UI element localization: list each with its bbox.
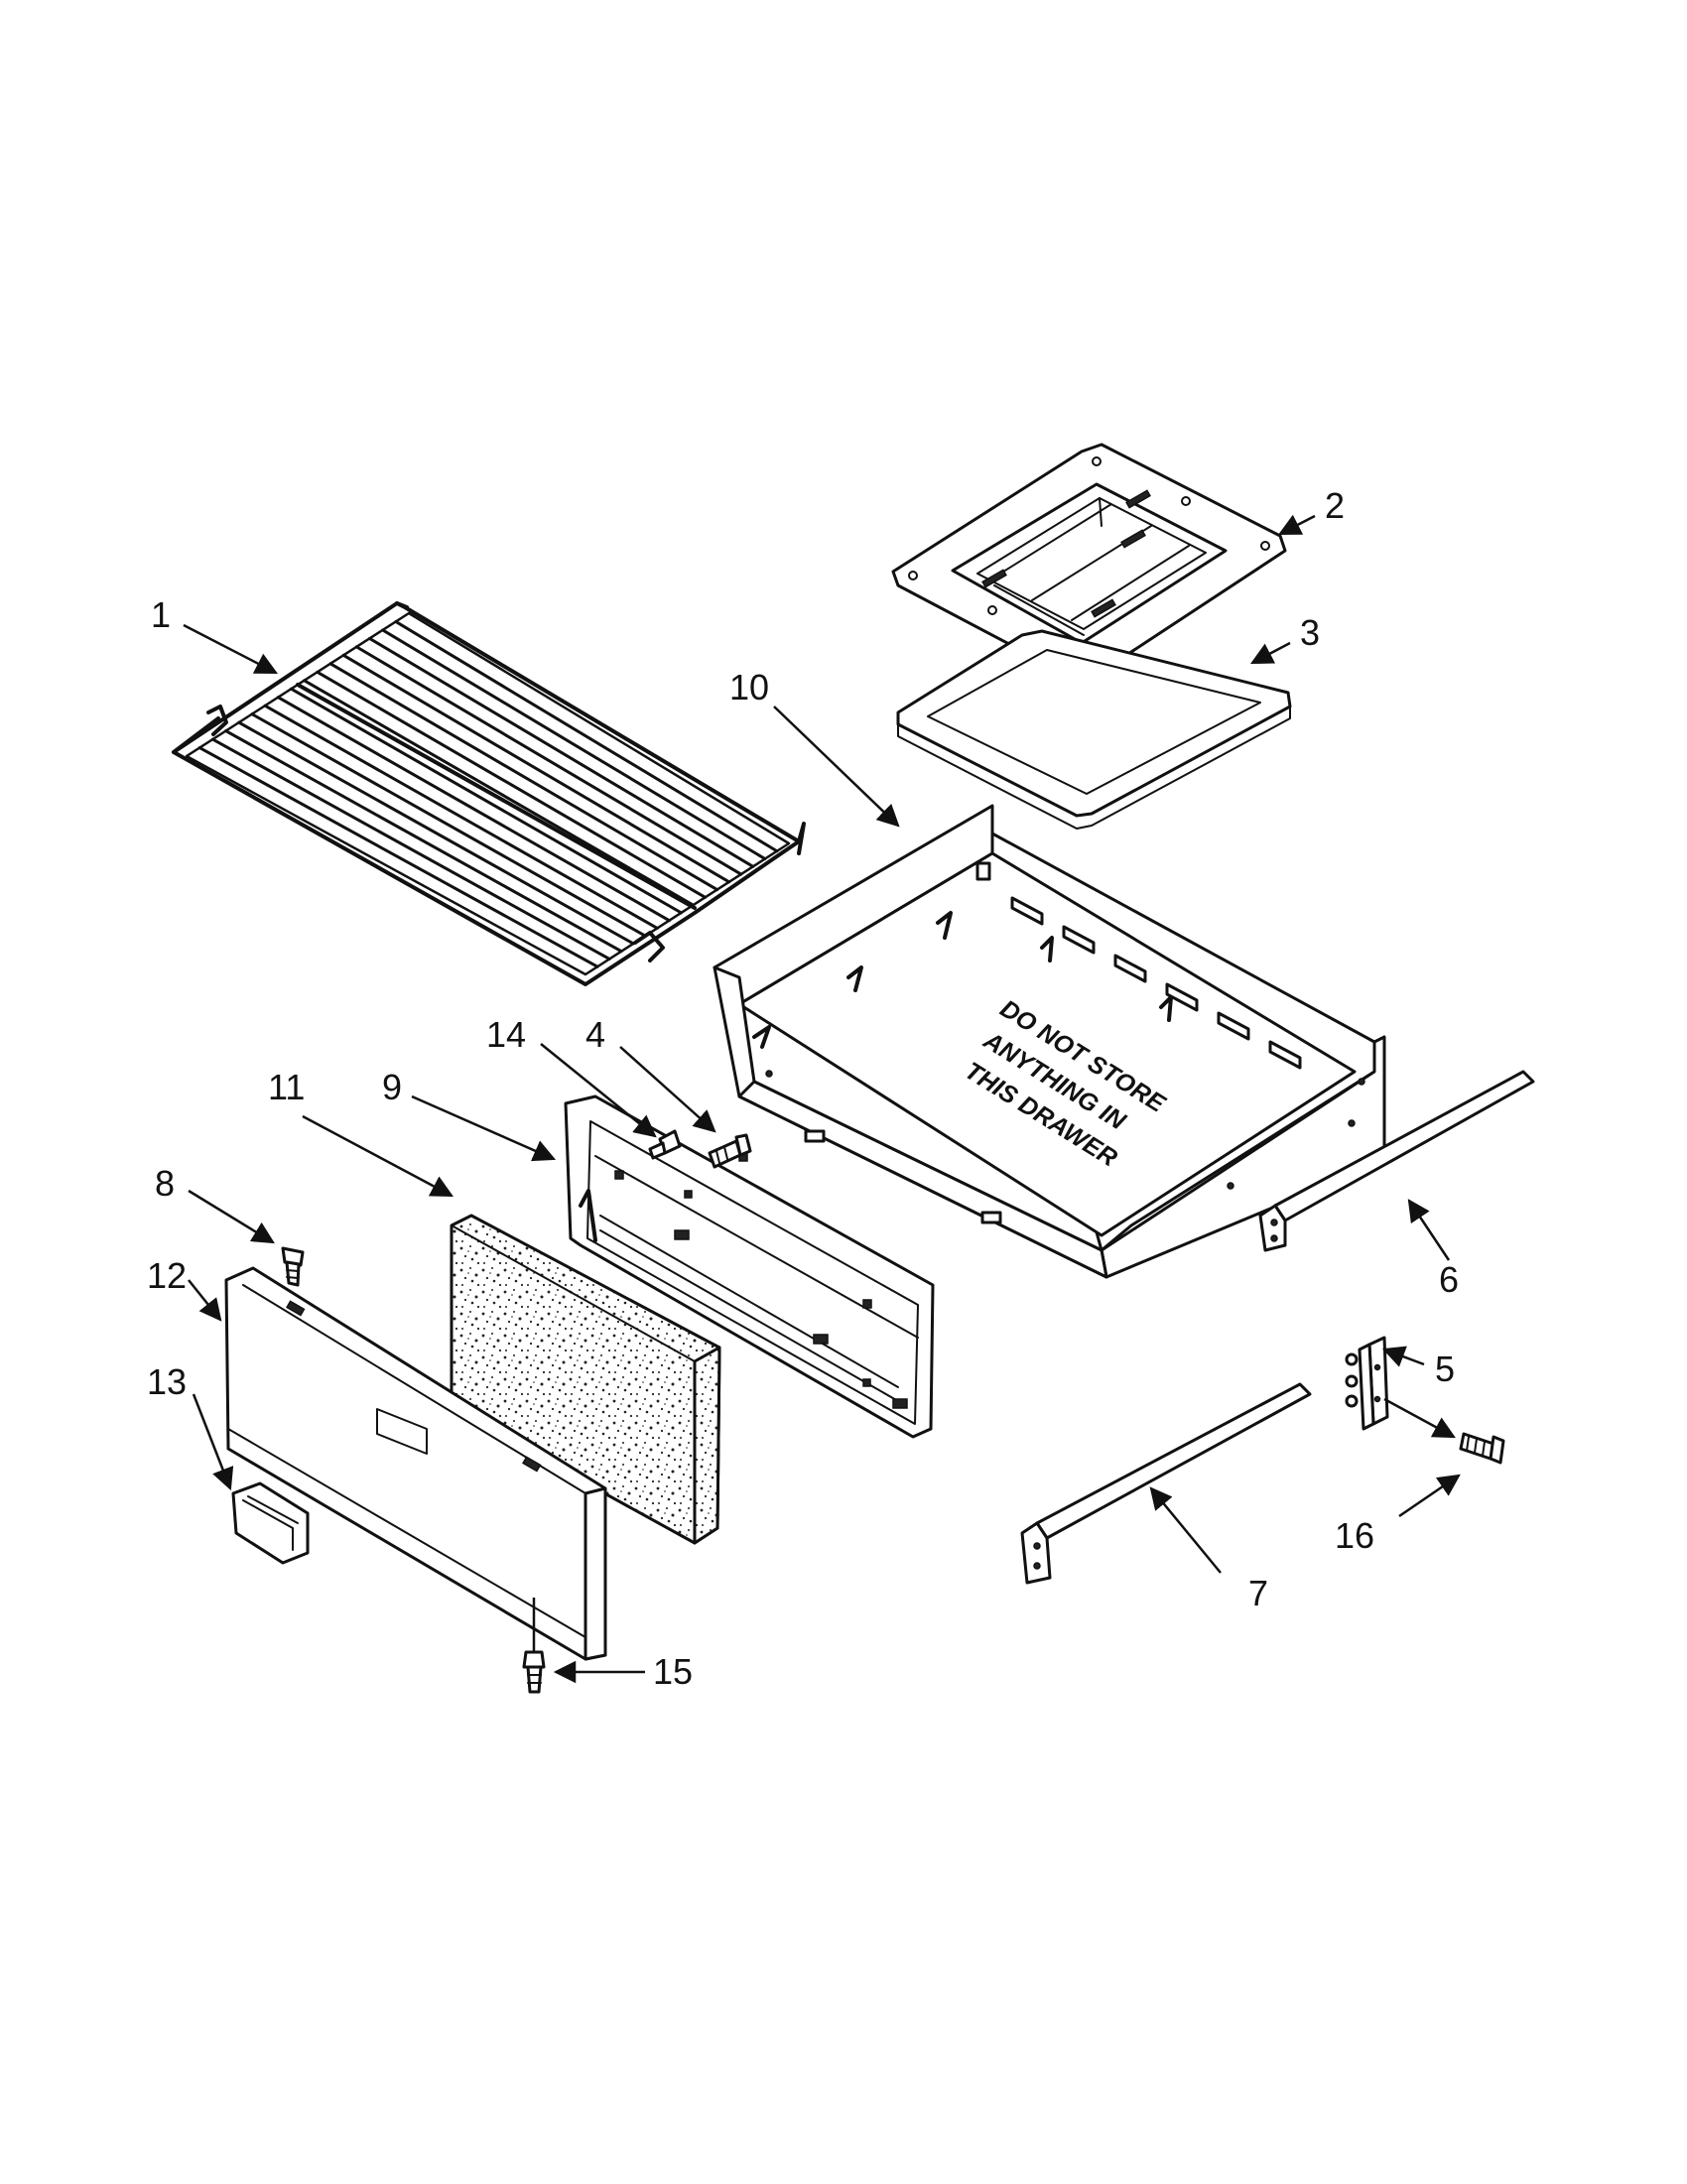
rack-bar <box>237 720 635 946</box>
screw-16 <box>1459 1432 1505 1465</box>
drawer-side-slot <box>1062 925 1096 955</box>
drawer-side-slot <box>1268 1040 1302 1070</box>
rack-bar <box>289 687 683 915</box>
callout-7: 7 <box>1248 1573 1268 1613</box>
callout-9: 9 <box>382 1067 402 1107</box>
callout-8: 8 <box>155 1163 175 1204</box>
rack-bar <box>316 670 708 899</box>
callout-1: 1 <box>151 594 171 635</box>
rack-bar <box>354 645 743 876</box>
broiler-pan-grid <box>891 443 1287 682</box>
drawer-side-slot <box>1010 896 1044 926</box>
rack-bar <box>367 636 755 868</box>
rack-bar <box>394 619 779 853</box>
rack-bar <box>224 729 623 954</box>
rack-bar <box>250 712 647 938</box>
callout-16: 16 <box>1335 1515 1374 1556</box>
drawer-side-slot <box>1165 982 1199 1012</box>
drawer-handle <box>231 1481 310 1565</box>
oven-rack <box>172 601 806 986</box>
slide-rail-right <box>1258 1070 1535 1252</box>
rack-bar <box>341 653 731 884</box>
rack-center-bar <box>296 683 697 910</box>
rack-bar <box>303 679 696 907</box>
callout-5: 5 <box>1435 1349 1455 1389</box>
rack-bar <box>210 737 611 961</box>
callout-leaders <box>183 514 1461 1684</box>
rack-bar <box>276 696 671 923</box>
callout-10: 10 <box>729 667 769 707</box>
callout-12: 12 <box>147 1255 187 1296</box>
drawer-side-slot <box>1217 1011 1250 1041</box>
callout-13: 13 <box>147 1361 187 1402</box>
rack-bar <box>328 662 719 892</box>
broiler-pan <box>896 629 1292 830</box>
screw-8 <box>281 1246 305 1287</box>
screw-14 <box>648 1129 682 1160</box>
drawer-box: DO NOT STORE ANYTHING IN THIS DRAWER <box>713 804 1386 1279</box>
callout-15: 15 <box>653 1651 693 1692</box>
callout-11: 11 <box>268 1067 305 1107</box>
rack-bar <box>263 704 659 930</box>
callout-4: 4 <box>585 1014 605 1055</box>
callout-3: 3 <box>1300 612 1320 653</box>
slide-rail-left <box>1020 1382 1312 1585</box>
callout-2: 2 <box>1325 485 1345 526</box>
drawer-inner-panel <box>564 1094 935 1439</box>
drawer-side-slot <box>1113 954 1147 983</box>
callout-labels: 1 2 3 10 14 4 9 11 8 12 13 6 5 16 7 15 <box>147 485 1459 1692</box>
screw-4 <box>708 1133 752 1169</box>
rack-bar <box>197 746 599 968</box>
rack-bar <box>381 628 767 861</box>
callout-6: 6 <box>1439 1259 1459 1300</box>
drawer-front-panel <box>224 1266 607 1661</box>
callout-14: 14 <box>486 1014 526 1055</box>
screw-15 <box>522 1598 546 1694</box>
slide-bracket <box>1345 1336 1389 1431</box>
